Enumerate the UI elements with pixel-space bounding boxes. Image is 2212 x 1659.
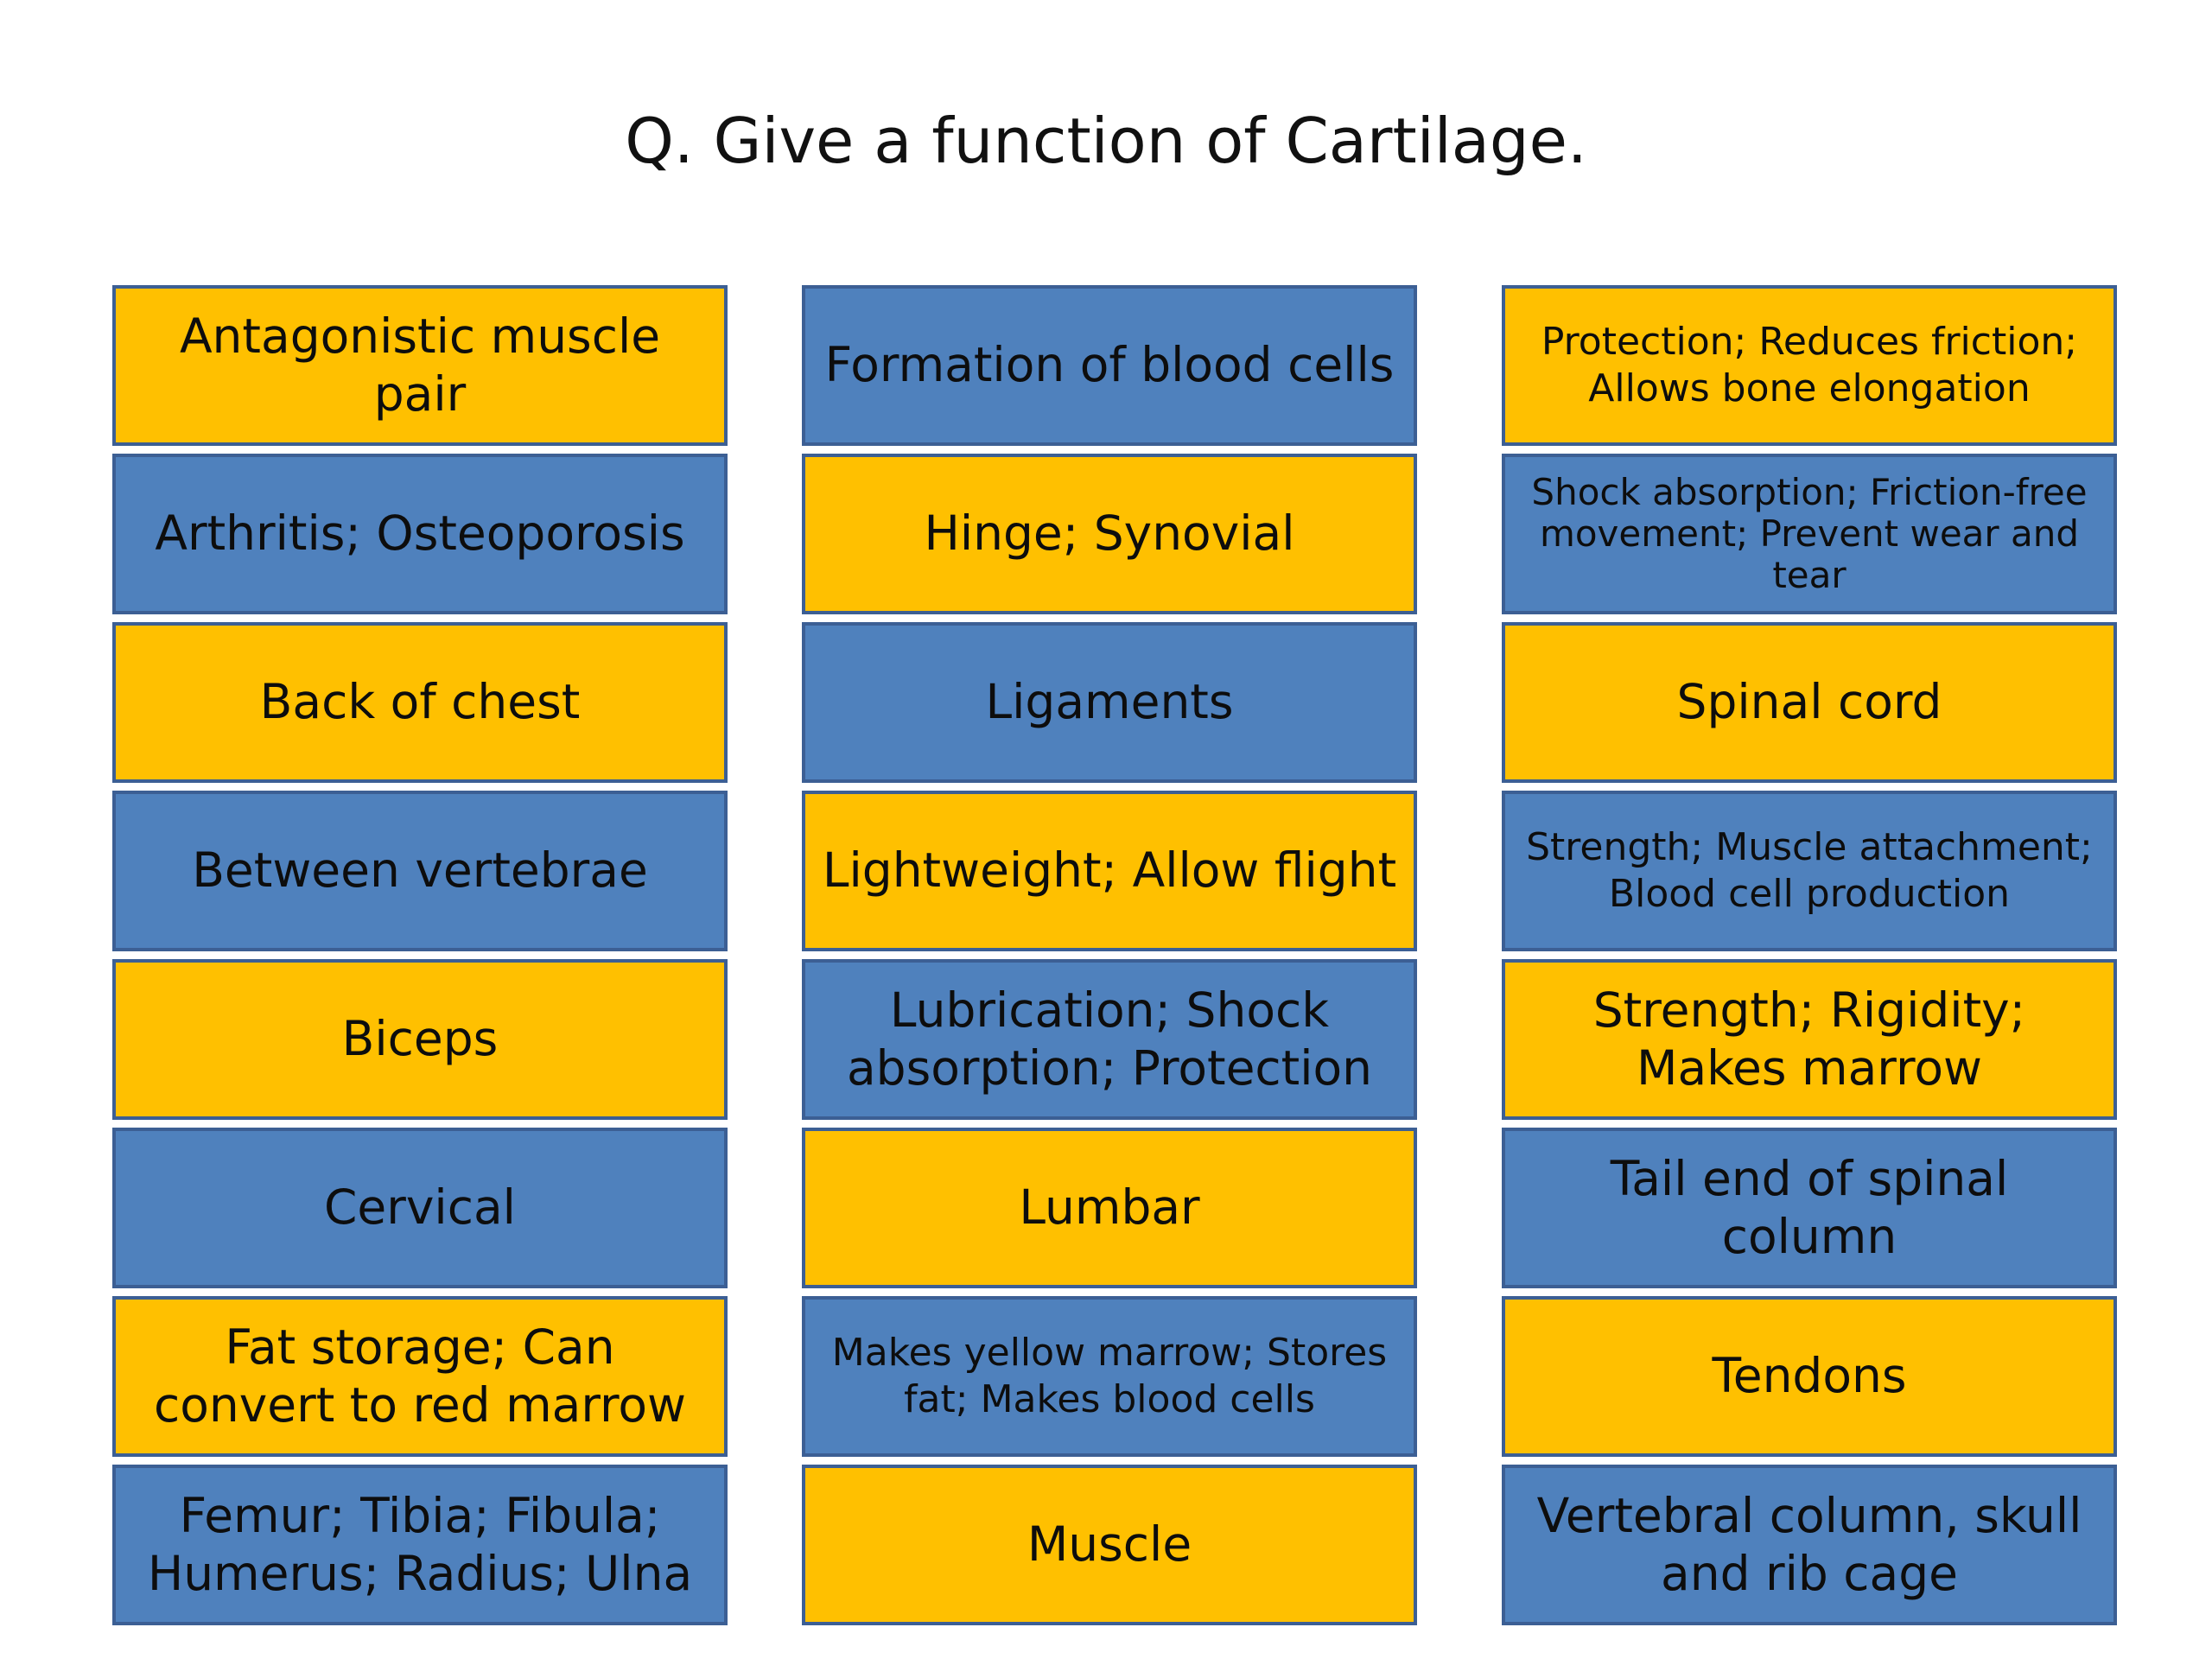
answer-tile[interactable]: Protection; Reduces friction; Allows bon…	[1502, 285, 2117, 446]
answer-text: Tendons	[1712, 1348, 1907, 1404]
answer-tile[interactable]: Between vertebrae	[112, 791, 728, 951]
answer-tile[interactable]: Tail end of spinal column	[1502, 1128, 2117, 1288]
answer-tile[interactable]: Lubrication; Shock absorption; Protectio…	[802, 959, 1417, 1120]
answer-tile[interactable]: Fat storage; Can convert to red marrow	[112, 1296, 728, 1457]
answer-tile[interactable]: Lumbar	[802, 1128, 1417, 1288]
answer-text: Biceps	[341, 1011, 499, 1067]
answer-tile[interactable]: Muscle	[802, 1465, 1417, 1625]
answer-text: Back of chest	[259, 674, 581, 730]
answer-text: Strength; Muscle attachment; Blood cell …	[1526, 825, 2093, 916]
answer-tile[interactable]: Spinal cord	[1502, 622, 2117, 783]
answer-text: Femur; Tibia; Fibula; Humerus; Radius; U…	[147, 1487, 693, 1601]
answer-tile[interactable]: Arthritis; Osteoporosis	[112, 454, 728, 614]
answer-text: Strength; Rigidity; Makes marrow	[1592, 982, 2026, 1096]
answer-text: Vertebral column, skull and rib cage	[1536, 1487, 2082, 1601]
answer-text: Shock absorption; Friction-free movement…	[1531, 470, 2088, 597]
answer-tile[interactable]: Tendons	[1502, 1296, 2117, 1457]
answer-text: Lubrication; Shock absorption; Protectio…	[846, 982, 1373, 1096]
answer-text: Lightweight; Allow flight	[822, 842, 1397, 899]
answer-text: Hinge; Synovial	[924, 505, 1295, 562]
answer-text: Antagonistic muscle pair	[179, 308, 661, 422]
answer-column-2: Formation of blood cells Hinge; Synovial…	[802, 285, 1417, 1633]
answer-text: Protection; Reduces friction; Allows bon…	[1541, 320, 2078, 410]
answer-tile[interactable]: Back of chest	[112, 622, 728, 783]
answer-tile[interactable]: Formation of blood cells	[802, 285, 1417, 446]
answer-tile[interactable]: Femur; Tibia; Fibula; Humerus; Radius; U…	[112, 1465, 728, 1625]
answer-text: Formation of blood cells	[824, 337, 1395, 393]
answer-tile[interactable]: Biceps	[112, 959, 728, 1120]
answer-column-3: Protection; Reduces friction; Allows bon…	[1502, 285, 2117, 1633]
answer-text: Muscle	[1027, 1516, 1192, 1573]
answer-tile[interactable]: Hinge; Synovial	[802, 454, 1417, 614]
answer-tile[interactable]: Antagonistic muscle pair	[112, 285, 728, 446]
answer-text: Ligaments	[985, 674, 1234, 730]
answer-tile[interactable]: Lightweight; Allow flight	[802, 791, 1417, 951]
answer-text: Arthritis; Osteoporosis	[155, 505, 685, 562]
answer-tile[interactable]: Shock absorption; Friction-free movement…	[1502, 454, 2117, 614]
answer-tile[interactable]: Ligaments	[802, 622, 1417, 783]
answer-tile[interactable]: Vertebral column, skull and rib cage	[1502, 1465, 2117, 1625]
answer-tile[interactable]: Makes yellow marrow; Stores fat; Makes b…	[802, 1296, 1417, 1457]
answer-text: Makes yellow marrow; Stores fat; Makes b…	[831, 1331, 1388, 1421]
answer-text: Cervical	[324, 1179, 516, 1236]
answer-tile[interactable]: Strength; Muscle attachment; Blood cell …	[1502, 791, 2117, 951]
question-title: Q. Give a function of Cartilage.	[625, 105, 1587, 177]
answer-tile[interactable]: Strength; Rigidity; Makes marrow	[1502, 959, 2117, 1120]
answer-text: Tail end of spinal column	[1610, 1150, 2009, 1264]
answer-text: Lumbar	[1019, 1179, 1200, 1236]
answer-text: Fat storage; Can convert to red marrow	[153, 1319, 687, 1433]
answer-tile[interactable]: Cervical	[112, 1128, 728, 1288]
answer-text: Between vertebrae	[192, 842, 648, 899]
answer-text: Spinal cord	[1676, 674, 1942, 730]
answer-column-1: Antagonistic muscle pair Arthritis; Oste…	[112, 285, 728, 1633]
